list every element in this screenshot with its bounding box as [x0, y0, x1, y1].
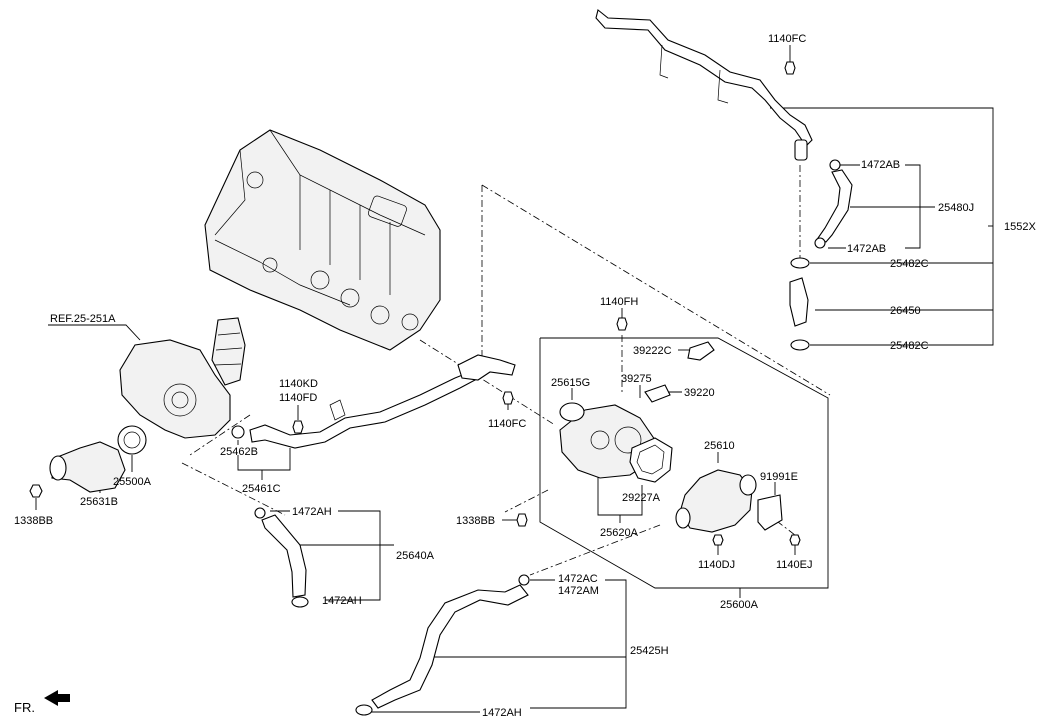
- bolt-1140KD: [292, 420, 304, 434]
- label-1472AB-upper: 1472AB: [861, 159, 900, 171]
- label-1472AC: 1472AC: [558, 573, 598, 585]
- bolt-1140DJ: [712, 534, 724, 546]
- label-25600A: 25600A: [720, 599, 759, 611]
- front-arrow-icon: [44, 690, 70, 706]
- sensor-39222C: [687, 341, 715, 361]
- bracket-91991E: [757, 494, 783, 531]
- label-1140KD: 1140KD: [279, 378, 318, 390]
- part-labels: 1140FC 1472AB 25480J 1552X 1472AB 25482C…: [14, 33, 1036, 719]
- label-ref-25-251A: REF.25-251A: [50, 313, 116, 325]
- label-25640A: 25640A: [396, 550, 435, 562]
- engine-block-illustration: [204, 129, 441, 351]
- label-25610: 25610: [704, 440, 735, 452]
- label-25462B: 25462B: [220, 446, 258, 458]
- label-25500A: 25500A: [113, 476, 152, 488]
- assembly-centerlines: [181, 165, 831, 576]
- leader-lines: [35, 45, 994, 713]
- water-pump-ref: [119, 317, 246, 439]
- bolt-1140FH: [616, 317, 628, 331]
- label-1552X: 1552X: [1004, 221, 1036, 233]
- label-1472AH-lower: 1472AH: [482, 707, 522, 719]
- label-1140DJ: 1140DJ: [698, 559, 735, 571]
- label-1472AH-mid: 1472AH: [322, 595, 362, 607]
- label-1140FC-mid: 1140FC: [488, 418, 526, 430]
- label-25615G: 25615G: [551, 377, 590, 389]
- label-1140FC-top: 1140FC: [768, 33, 806, 45]
- hose-25425H: [355, 574, 530, 716]
- thermostat-25500A: [117, 425, 147, 455]
- bolt-1140EJ: [789, 534, 801, 546]
- outlet-25610: [675, 469, 757, 533]
- thermostat-cover-25631B: [49, 441, 126, 493]
- hose-25480J: [814, 159, 853, 249]
- bolt-1338BB-mid: [516, 513, 528, 527]
- label-39222C: 39222C: [633, 345, 672, 357]
- label-1472AB-lower: 1472AB: [847, 243, 886, 255]
- bolt-1140FC-top: [784, 61, 796, 75]
- bolt-1338BB-left: [29, 484, 43, 498]
- label-25631B: 25631B: [80, 496, 118, 508]
- label-25425H: 25425H: [630, 645, 669, 657]
- pipe-25461C: [231, 354, 516, 449]
- label-29227A: 29227A: [622, 492, 661, 504]
- label-front-direction: FR.: [14, 700, 35, 715]
- label-1140EJ: 1140EJ: [776, 559, 813, 571]
- hose-26450: [789, 257, 810, 351]
- label-25461C: 25461C: [242, 483, 281, 495]
- label-25480J: 25480J: [938, 202, 974, 214]
- gasket-29227A: [629, 437, 673, 483]
- heater-pipe-1552X: [595, 9, 813, 161]
- label-39275: 39275: [621, 373, 652, 385]
- label-1338BB-left: 1338BB: [14, 515, 53, 527]
- sensor-39220: [644, 384, 671, 403]
- label-1338BB-mid: 1338BB: [456, 515, 495, 527]
- hose-25640A: [254, 507, 309, 608]
- label-1472AH-upper: 1472AH: [292, 506, 332, 518]
- label-1472AM: 1472AM: [558, 585, 599, 597]
- label-1140FH: 1140FH: [600, 296, 638, 308]
- label-39220: 39220: [684, 387, 715, 399]
- label-26450: 26450: [890, 305, 921, 317]
- label-1140FD: 1140FD: [279, 392, 317, 404]
- label-91991E: 91991E: [760, 471, 798, 483]
- label-25482C-lower: 25482C: [890, 340, 929, 352]
- bolt-1140FC-mid: [502, 391, 514, 405]
- label-25482C-upper: 25482C: [890, 258, 929, 270]
- label-25620A: 25620A: [600, 527, 639, 539]
